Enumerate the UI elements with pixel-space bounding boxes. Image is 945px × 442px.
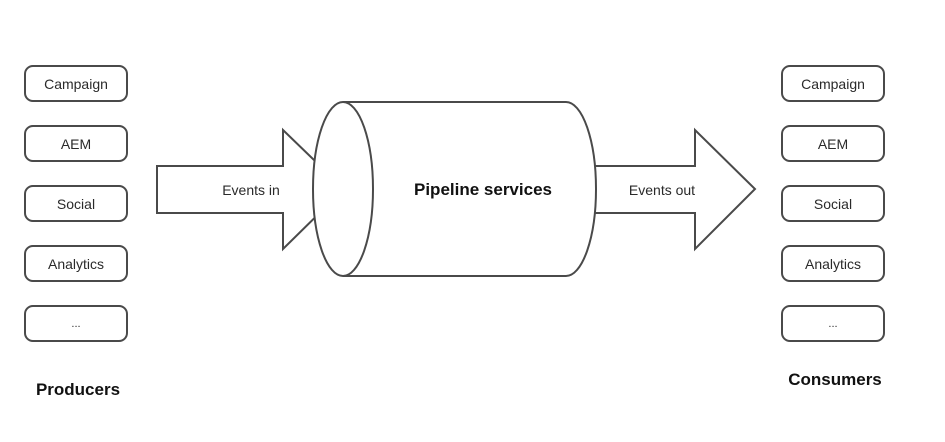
producers-label: Producers [35,380,121,399]
events-out-label: Events out [628,182,696,198]
consumer-item-campaign: Campaign [781,65,885,102]
producer-item-analytics: Analytics [24,245,128,282]
events-in-arrow [156,127,346,252]
pipeline-services-label: Pipeline services [414,180,552,199]
consumers-label: Consumers [788,370,882,389]
consumer-item-more: ... [781,305,885,342]
consumer-item-aem: AEM [781,125,885,162]
producer-item-campaign: Campaign [24,65,128,102]
producer-item-aem: AEM [24,125,128,162]
consumer-item-social: Social [781,185,885,222]
producer-item-more: ... [24,305,128,342]
producer-item-social: Social [24,185,128,222]
events-in-label: Events in [222,182,280,198]
pipeline-cylinder [312,101,597,277]
consumer-item-analytics: Analytics [781,245,885,282]
